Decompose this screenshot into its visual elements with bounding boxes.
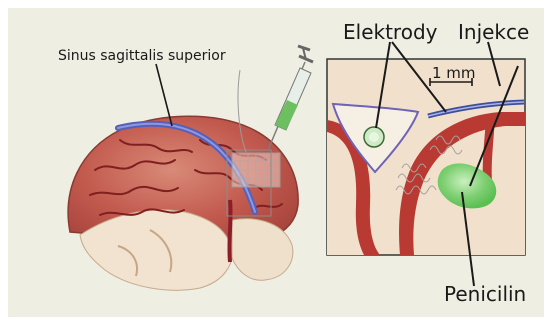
brain-drawing [68,116,298,290]
injection-label: Injekce [458,22,529,42]
sinus-label: Sinus sagittalis superior [58,49,226,63]
syringe-drawing [268,46,313,150]
sinus-leader-line [156,64,172,126]
electrodes-label: Elektrody [343,22,437,42]
scale-label: 1 mm [432,66,476,81]
electrode-grid [232,153,280,187]
inset-cross-section [327,59,525,255]
penicillin-label: Penicilin [444,284,526,304]
